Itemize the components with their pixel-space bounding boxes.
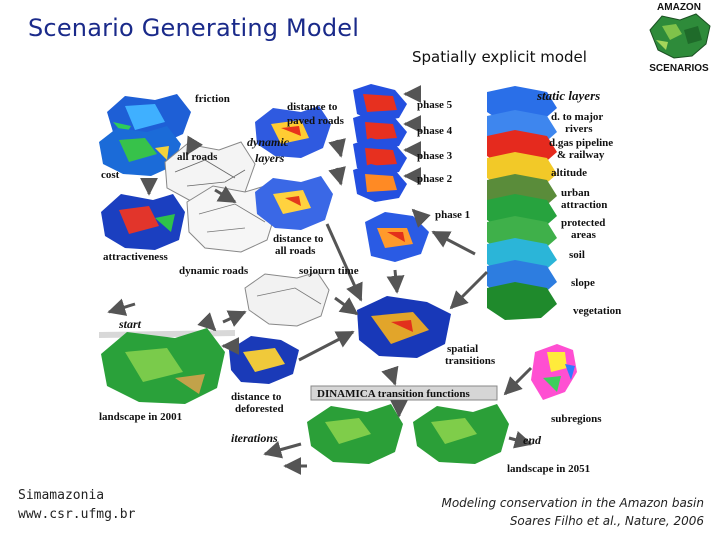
static-layers-stack <box>487 86 557 320</box>
footer-left-line2[interactable]: www.csr.ufmg.br <box>18 505 135 524</box>
all-roads-label: all roads <box>177 151 218 163</box>
static-layers-label: static layers <box>536 88 600 103</box>
landscape-2001-label: landscape in 2001 <box>99 411 182 423</box>
distance-to-def-label: distance to <box>231 391 282 403</box>
iteration-map <box>307 404 403 464</box>
phase1-label: phase 1 <box>435 209 470 221</box>
deforested-label: deforested <box>235 403 284 415</box>
model-diagram: friction distance to paved roads dynamic… <box>95 82 640 482</box>
subregions-map <box>531 344 577 400</box>
vegetation-label: vegetation <box>573 305 621 317</box>
friction-label: friction <box>195 93 230 105</box>
areas-label: areas <box>571 229 597 241</box>
phase5-label: phase 5 <box>417 99 453 111</box>
landscape-2051-map <box>413 404 509 464</box>
sojourn-time-label: sojourn time <box>299 265 359 277</box>
protected-label: protected <box>561 217 605 229</box>
page-subtitle: Spatially explicit model <box>412 48 587 66</box>
dynamic-label: dynamic <box>247 135 290 149</box>
start-map <box>99 330 235 338</box>
footer-right-line2: Soares Filho et al., Nature, 2006 <box>441 512 704 530</box>
amazon-scenarios-logo: AMAZON SCENARIOS <box>640 0 718 76</box>
spatial-transitions-map <box>357 296 451 358</box>
footer-credit-left: Simamazonia www.csr.ufmg.br <box>18 486 135 524</box>
cost-label: cost <box>101 169 120 181</box>
footer-right-line1: Modeling conservation in the Amazon basi… <box>441 494 704 512</box>
phase4-label: phase 4 <box>417 125 453 137</box>
end-label: end <box>523 433 542 447</box>
phase-maps-stack <box>353 84 407 202</box>
dynamic-roads-label: dynamic roads <box>179 265 249 277</box>
altitude-label: altitude <box>551 167 587 179</box>
start-label: start <box>118 317 142 331</box>
urban-label: urban <box>561 187 590 199</box>
dinamica-label: DINAMICA transition functions <box>317 388 471 400</box>
landscape-2051-label: landscape in 2051 <box>507 463 590 475</box>
distance-to-all-label: distance to <box>273 233 324 245</box>
footer-citation-right: Modeling conservation in the Amazon basi… <box>441 494 704 530</box>
page-title: Scenario Generating Model <box>28 14 359 42</box>
landscape-2001-map <box>101 328 225 404</box>
subregions-label: subregions <box>551 413 602 425</box>
phase2-label: phase 2 <box>417 173 453 185</box>
sojourn-time-map <box>245 272 329 326</box>
spatial-label: spatial <box>447 343 478 355</box>
phase1-map <box>365 212 429 262</box>
d-to-major-label: d. to major <box>551 111 603 123</box>
distance-deforested-map <box>229 336 299 384</box>
footer-left-line1: Simamazonia <box>18 486 135 505</box>
attraction-label: attraction <box>561 199 607 211</box>
all-roads-2-label: all roads <box>275 245 316 257</box>
layers-label: layers <box>255 151 285 165</box>
attractiveness-map <box>101 194 185 250</box>
rivers-label: rivers <box>565 123 593 135</box>
attractiveness-label: attractiveness <box>103 251 168 263</box>
transitions-label: transitions <box>445 355 496 367</box>
iterations-label: iterations <box>231 431 278 445</box>
railway-label: & railway <box>557 149 605 161</box>
phase3-label: phase 3 <box>417 150 453 162</box>
logo-bottom-text: SCENARIOS <box>640 63 718 74</box>
gas-pipeline-label: d.gas pipeline <box>549 137 613 149</box>
slope-label: slope <box>571 277 595 289</box>
distance-to-label: distance to <box>287 101 338 113</box>
soil-label: soil <box>569 249 585 261</box>
paved-roads-label: paved roads <box>287 115 345 127</box>
